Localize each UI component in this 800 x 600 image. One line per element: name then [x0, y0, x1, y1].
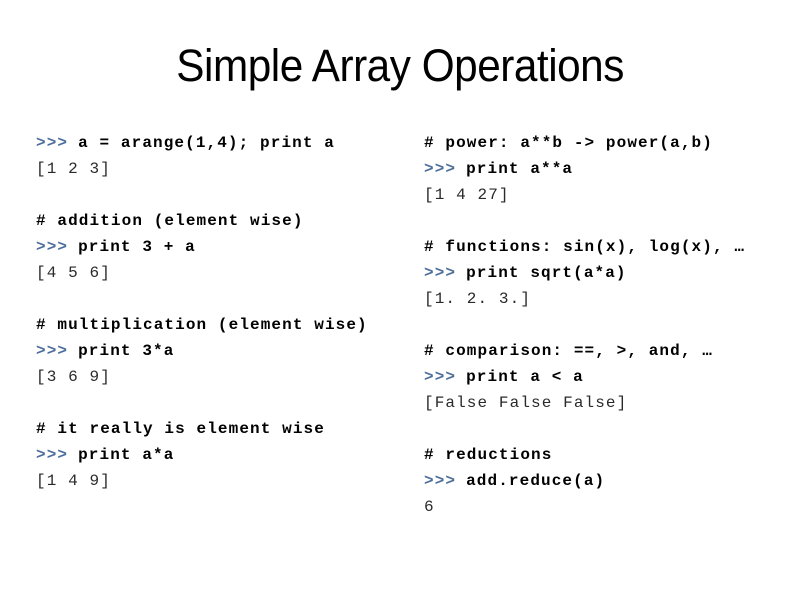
code-group: >>> a = arange(1,4); print a [1 2 3]: [36, 130, 424, 182]
code-text: print a**a: [466, 160, 574, 178]
code-line: >>> print a < a: [424, 364, 794, 390]
code-text: print a < a: [466, 368, 584, 386]
code-group: # multiplication (element wise) >>> print…: [36, 312, 424, 390]
code-line: >>> print 3*a: [36, 338, 424, 364]
code-group: # reductions >>> add.reduce(a) 6: [424, 442, 794, 520]
comment-line: # reductions: [424, 446, 553, 464]
python-prompt: >>>: [424, 160, 457, 178]
code-text: print sqrt(a*a): [466, 264, 627, 282]
output-line: [4 5 6]: [36, 264, 111, 282]
code-line: >>> print sqrt(a*a): [424, 260, 794, 286]
code-text: add.reduce(a): [466, 472, 606, 490]
python-prompt: >>>: [424, 264, 457, 282]
code-text: print 3*a: [78, 342, 175, 360]
python-prompt: >>>: [36, 446, 69, 464]
code-column-right: # power: a**b -> power(a,b) >>> print a**…: [424, 130, 794, 520]
code-group: # it really is element wise >>> print a*a…: [36, 416, 424, 494]
code-group: # addition (element wise) >>> print 3 + a…: [36, 208, 424, 286]
python-prompt: >>>: [424, 472, 457, 490]
comment-line: # it really is element wise: [36, 420, 325, 438]
code-text: print 3 + a: [78, 238, 196, 256]
output-line: [1. 2. 3.]: [424, 290, 532, 308]
code-text: a = arange(1,4); print a: [78, 134, 335, 152]
code-column-left: >>> a = arange(1,4); print a [1 2 3] # ad…: [36, 130, 424, 520]
page-title: Simple Array Operations: [176, 40, 624, 91]
code-group: # power: a**b -> power(a,b) >>> print a**…: [424, 130, 794, 208]
code-line: >>> print a*a: [36, 442, 424, 468]
comment-line: # functions: sin(x), log(x), …: [424, 238, 746, 256]
comment-line: # multiplication (element wise): [36, 316, 368, 334]
code-line: >>> add.reduce(a): [424, 468, 794, 494]
python-prompt: >>>: [36, 342, 69, 360]
code-columns: >>> a = arange(1,4); print a [1 2 3] # ad…: [36, 130, 800, 520]
output-line: [1 2 3]: [36, 160, 111, 178]
code-line: >>> print a**a: [424, 156, 794, 182]
output-line: [1 4 27]: [424, 186, 510, 204]
code-line: >>> print 3 + a: [36, 234, 424, 260]
python-prompt: >>>: [36, 238, 69, 256]
output-line: [False False False]: [424, 394, 628, 412]
output-line: [3 6 9]: [36, 368, 111, 386]
comment-line: # power: a**b -> power(a,b): [424, 134, 713, 152]
output-line: 6: [424, 498, 435, 516]
python-prompt: >>>: [36, 134, 69, 152]
python-prompt: >>>: [424, 368, 457, 386]
code-line: >>> a = arange(1,4); print a: [36, 130, 424, 156]
comment-line: # addition (element wise): [36, 212, 304, 230]
code-text: print a*a: [78, 446, 175, 464]
code-group: # functions: sin(x), log(x), … >>> print …: [424, 234, 794, 312]
code-group: # comparison: ==, >, and, … >>> print a <…: [424, 338, 794, 416]
slide-title-wrap: Simple Array Operations: [0, 40, 800, 92]
comment-line: # comparison: ==, >, and, …: [424, 342, 713, 360]
output-line: [1 4 9]: [36, 472, 111, 490]
